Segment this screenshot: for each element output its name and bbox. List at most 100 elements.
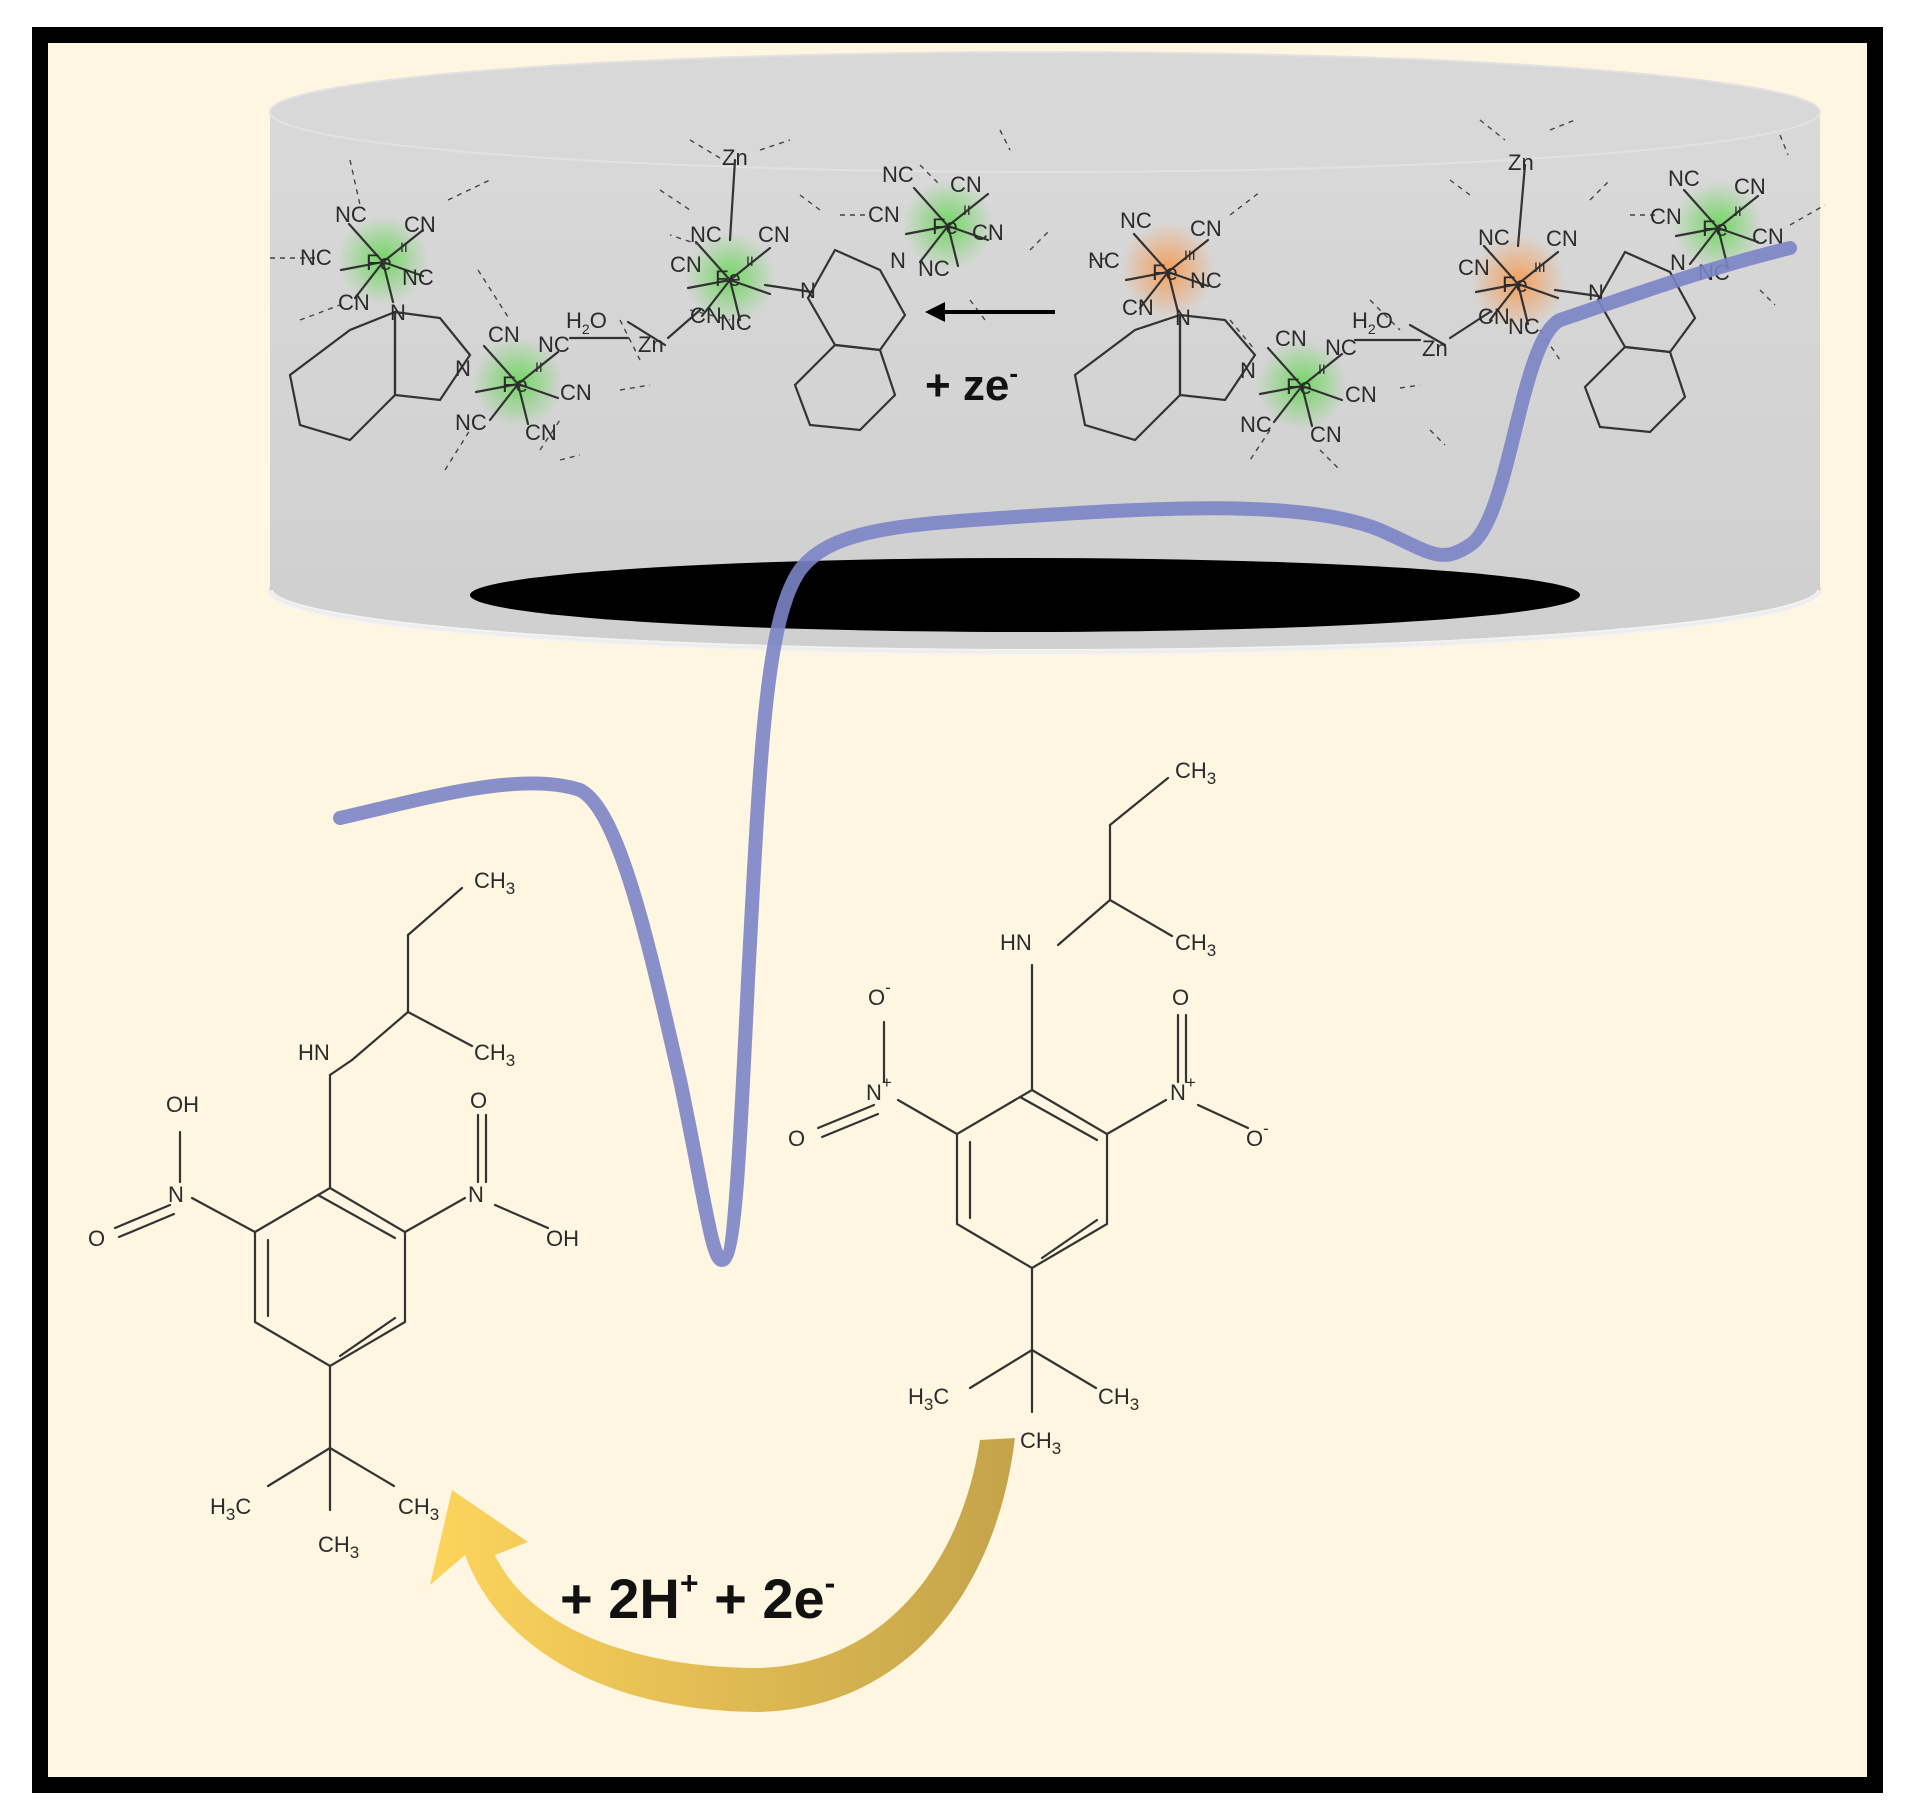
oh-label: OH <box>546 1226 579 1251</box>
atom-fe: Fe <box>1502 272 1528 297</box>
ligand-nc: NC <box>1088 248 1120 273</box>
reduction-label: + ze- <box>925 358 1018 410</box>
o-label: O <box>88 1226 105 1251</box>
atom-fe: Fe <box>1286 374 1312 399</box>
atom-fe: Fe <box>715 266 741 291</box>
atom-n: N <box>390 300 406 325</box>
ligand-cn: CN <box>1458 255 1490 280</box>
ligand-cn: CN <box>1650 204 1682 229</box>
o-label: O <box>1172 985 1189 1010</box>
ligand-cn: CN <box>868 202 900 227</box>
n-plus-label: N+ <box>866 1073 892 1105</box>
h3c-label: H3C <box>908 1384 949 1414</box>
ch3-label: CH3 <box>474 868 515 898</box>
atom-n: N <box>1588 280 1604 305</box>
reduction-curved-arrow <box>430 1438 1015 1712</box>
ligand-nc: NC <box>1120 208 1152 233</box>
ch3-label: CH3 <box>398 1494 439 1524</box>
atom-n: N <box>890 248 906 273</box>
atom-fe: Fe <box>1702 216 1728 241</box>
ligand-cn: CN <box>404 212 436 237</box>
electrode-hole <box>470 558 1580 632</box>
ligand-cn: CN <box>690 303 722 328</box>
ligand-cn: CN <box>1546 226 1578 251</box>
n-label: N <box>468 1182 484 1207</box>
ligand-cn: CN <box>1345 382 1377 407</box>
ligand-nc: NC <box>1508 314 1540 339</box>
ligand-nc: NC <box>918 256 950 281</box>
ligand-cn: CN <box>1275 326 1307 351</box>
ligand-nc: NC <box>690 222 722 247</box>
oxidation-state-ii: II <box>535 359 543 375</box>
ligand-cn: CN <box>560 380 592 405</box>
ligand-cn: CN <box>1734 174 1766 199</box>
ch3-label: CH3 <box>474 1040 515 1070</box>
ligand-cn: CN <box>972 220 1004 245</box>
oxidation-state-ii: II <box>1734 203 1742 219</box>
atom-n: N <box>455 356 471 381</box>
n-plus-label: N+ <box>1170 1073 1196 1105</box>
ligand-cn: CN <box>950 172 982 197</box>
film-labels: Fe II NC CN NC NC CN N N Fe II CN NC CN … <box>300 145 1784 447</box>
hn-label: HN <box>298 1040 330 1065</box>
atom-zn: Zn <box>638 332 664 357</box>
oxidation-state-ii: II <box>400 239 408 255</box>
ligand-cn: CN <box>670 252 702 277</box>
ligand-nc: NC <box>1478 225 1510 250</box>
o-minus-label: O- <box>868 978 891 1010</box>
atom-fe: Fe <box>1152 260 1178 285</box>
ligand-cn: CN <box>1190 216 1222 241</box>
atom-zn: Zn <box>1508 150 1534 175</box>
electrode-side <box>270 110 1820 652</box>
ligand-nc: NC <box>538 332 570 357</box>
o-label: O <box>470 1088 487 1113</box>
oxidation-state-ii: II <box>746 253 754 269</box>
n-label: N <box>168 1182 184 1207</box>
atom-zn: Zn <box>1422 336 1448 361</box>
reduced-molecule: HN CH3 CH3 OH N O O N OH H3C CH3 CH3 <box>88 868 579 1562</box>
oxidation-state-iii: III <box>1184 247 1196 263</box>
ligand-nc: NC <box>335 202 367 227</box>
ligand-cn: CN <box>1122 295 1154 320</box>
ligand-nc: NC <box>720 310 752 335</box>
ligand-cn: CN <box>525 420 557 445</box>
atom-fe: Fe <box>502 372 528 397</box>
atom-n: N <box>1240 358 1256 383</box>
ligand-nc: NC <box>1240 412 1272 437</box>
reduction-arrowhead <box>925 302 945 322</box>
isoquinoline-ligands <box>288 248 1697 442</box>
ch3-label: CH3 <box>1175 930 1216 960</box>
ligand-cn: CN <box>338 290 370 315</box>
atom-n: N <box>800 278 816 303</box>
ligand-nc: NC <box>300 245 332 270</box>
hn-label: HN <box>1000 930 1032 955</box>
ch3-label: CH3 <box>1175 758 1216 788</box>
oxidation-state-iii: III <box>1534 259 1546 275</box>
electrode-top <box>269 51 1821 173</box>
ch3-label: CH3 <box>1020 1428 1061 1458</box>
oxidation-state-ii: II <box>1318 361 1326 377</box>
oxidized-molecule: HN CH3 CH3 O- N+ O O N+ O- H3C CH3 CH3 <box>788 758 1269 1458</box>
ligand-cn: CN <box>758 222 790 247</box>
voltammetry-curve <box>333 241 1797 1268</box>
ligand-nc: NC <box>402 265 434 290</box>
atom-n: N <box>1670 250 1686 275</box>
water-ligand: H2O <box>1352 308 1393 337</box>
ligand-cn: CN <box>488 322 520 347</box>
water-ligand: H2O <box>566 308 607 337</box>
zn-bonds <box>568 158 1600 347</box>
ligand-cn: CN <box>1310 422 1342 447</box>
ligand-nc: NC <box>1325 335 1357 360</box>
ligand-nc: NC <box>455 410 487 435</box>
atom-fe: Fe <box>366 250 392 275</box>
ligand-nc: NC <box>1668 166 1700 191</box>
atom-fe: Fe <box>932 214 958 239</box>
o-minus-label: O- <box>1246 1119 1269 1151</box>
ch3-label: CH3 <box>318 1532 359 1562</box>
oxidation-state-ii: II <box>963 202 971 218</box>
oh-label: OH <box>166 1092 199 1117</box>
ligand-nc: NC <box>882 162 914 187</box>
ligand-cn: CN <box>1478 304 1510 329</box>
proton-electron-label: + 2H+ + 2e- <box>560 1565 835 1630</box>
